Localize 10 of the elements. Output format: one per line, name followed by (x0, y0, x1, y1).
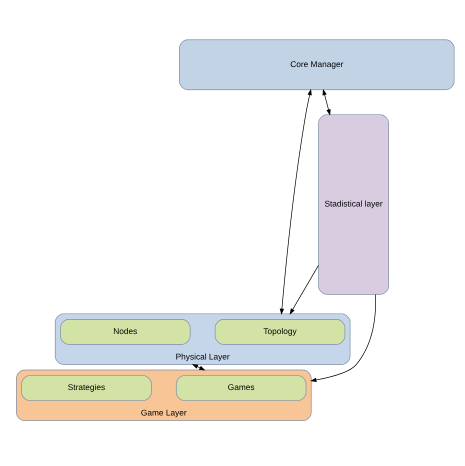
arrow (310, 294, 376, 382)
node-box: Games (176, 375, 306, 401)
node-box: Strategies (21, 375, 152, 401)
node-box: Stadistical layer (318, 114, 389, 295)
arrow (322, 88, 331, 116)
arrow (280, 88, 312, 315)
node-box: Topology (214, 319, 346, 345)
node-box: Nodes (60, 319, 191, 345)
arrow (290, 264, 319, 315)
node-box: Core Manager (179, 39, 455, 90)
